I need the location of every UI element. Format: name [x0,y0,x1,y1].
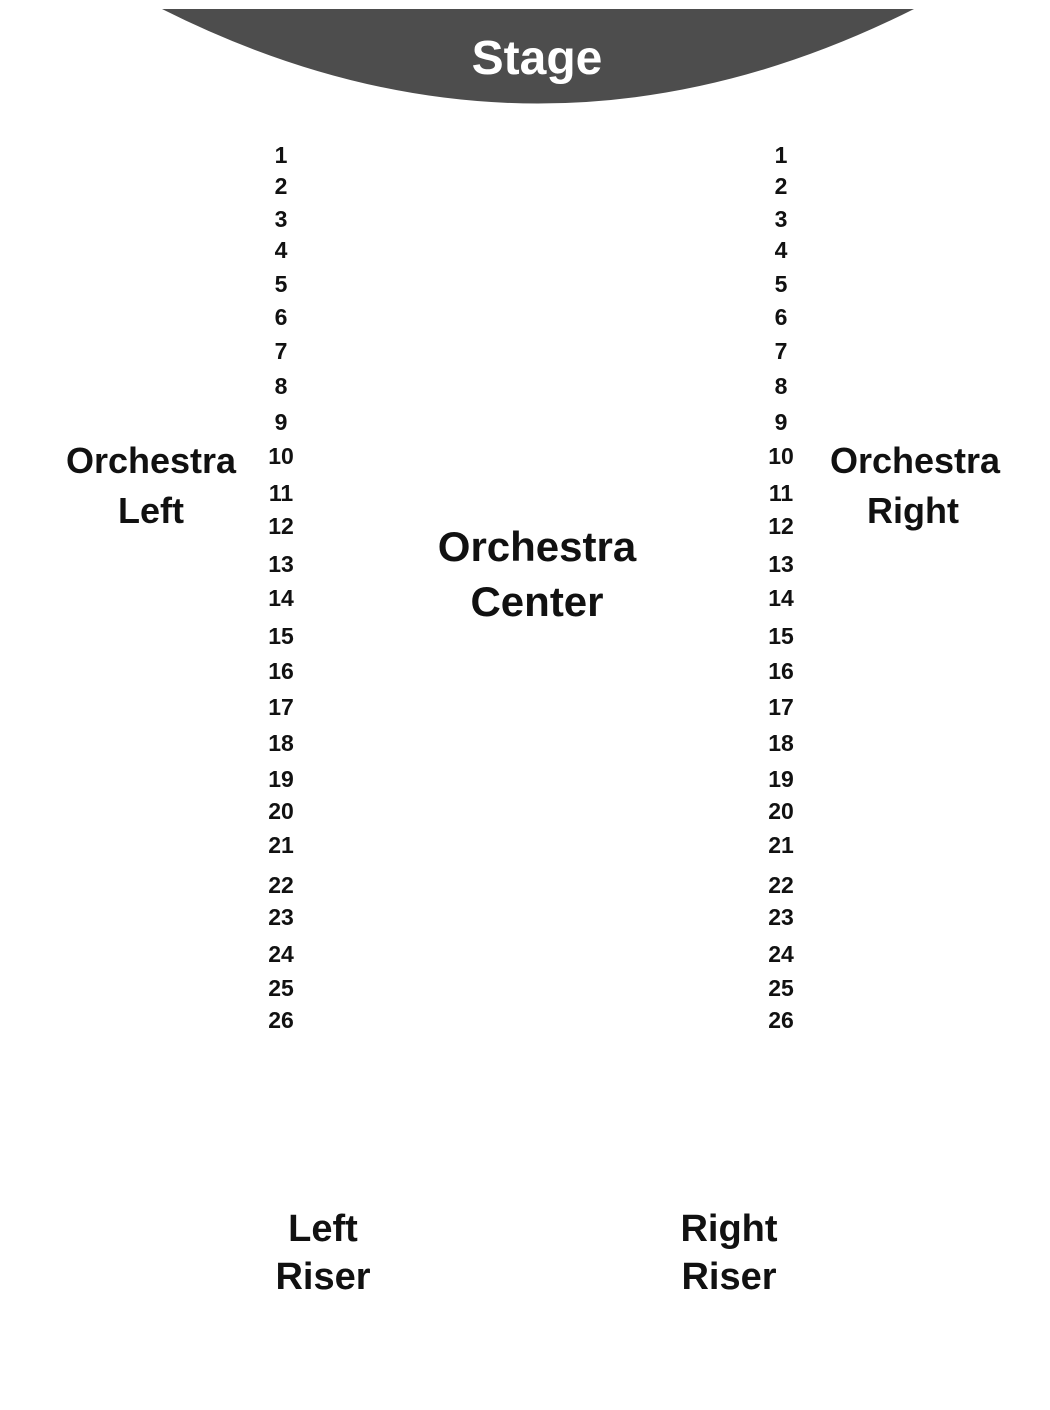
row-number-right-4[interactable]: 4 [775,237,788,263]
section-left-riser-line1: Left [288,1208,358,1250]
row-number-right-10[interactable]: 10 [768,443,794,469]
row-number-left-1[interactable]: 1 [275,142,288,168]
section-orchestra-right[interactable]: Orchestra Right [830,440,1001,531]
section-left-riser-line2: Riser [275,1256,370,1298]
section-right-riser-line1: Right [680,1208,777,1250]
row-number-left-21[interactable]: 21 [268,832,294,858]
row-number-left-3[interactable]: 3 [275,206,288,232]
section-orchestra-left[interactable]: Orchestra Left [66,440,237,531]
row-number-right-14[interactable]: 14 [768,585,794,611]
row-number-right-11[interactable]: 11 [769,480,794,506]
row-number-right-16[interactable]: 16 [768,658,794,684]
row-number-left-9[interactable]: 9 [275,409,288,435]
row-number-left-14[interactable]: 14 [268,585,294,611]
row-number-right-26[interactable]: 26 [768,1007,794,1033]
row-number-left-22[interactable]: 22 [268,872,294,898]
row-number-right-3[interactable]: 3 [775,206,788,232]
row-number-right-12[interactable]: 12 [768,513,794,539]
row-number-left-4[interactable]: 4 [275,237,288,263]
section-orchestra-right-line1: Orchestra [830,440,1001,481]
row-number-right-8[interactable]: 8 [775,373,788,399]
row-number-right-21[interactable]: 21 [768,832,794,858]
row-number-left-2[interactable]: 2 [275,173,288,199]
row-number-left-6[interactable]: 6 [275,304,288,330]
row-number-left-12[interactable]: 12 [268,513,294,539]
stage-label: Stage [472,32,603,85]
section-orchestra-left-line2: Left [118,490,184,531]
row-number-left-5[interactable]: 5 [275,271,288,297]
row-number-left-8[interactable]: 8 [275,373,288,399]
row-number-right-20[interactable]: 20 [768,798,794,824]
row-number-right-17[interactable]: 17 [768,694,794,720]
row-number-right-5[interactable]: 5 [775,271,788,297]
row-number-right-15[interactable]: 15 [768,623,794,649]
section-orchestra-center[interactable]: Orchestra Center [438,523,637,625]
row-number-left-15[interactable]: 15 [268,623,294,649]
section-left-riser[interactable]: Left Riser [275,1208,370,1298]
row-number-left-13[interactable]: 13 [268,551,294,577]
row-number-left-16[interactable]: 16 [268,658,294,684]
row-number-left-25[interactable]: 25 [268,975,294,1001]
row-number-left-18[interactable]: 18 [268,730,294,756]
row-number-left-7[interactable]: 7 [275,338,288,364]
row-number-right-6[interactable]: 6 [775,304,788,330]
stage[interactable]: Stage [162,9,914,104]
row-number-left-26[interactable]: 26 [268,1007,294,1033]
row-number-left-24[interactable]: 24 [268,941,294,967]
section-orchestra-center-line2: Center [470,578,603,625]
section-right-riser-line2: Riser [681,1256,776,1298]
row-number-left-11[interactable]: 11 [269,480,294,506]
row-number-right-1[interactable]: 1 [775,142,788,168]
row-number-right-19[interactable]: 19 [768,766,794,792]
row-number-left-17[interactable]: 17 [268,694,294,720]
row-number-right-18[interactable]: 18 [768,730,794,756]
section-orchestra-right-line2: Right [867,490,959,531]
row-number-left-10[interactable]: 10 [268,443,294,469]
row-number-left-23[interactable]: 23 [268,904,294,930]
row-numbers-left: 1234567891011121314151617181920212223242… [268,142,294,1033]
row-number-right-23[interactable]: 23 [768,904,794,930]
row-number-right-25[interactable]: 25 [768,975,794,1001]
row-number-right-24[interactable]: 24 [768,941,794,967]
row-number-left-19[interactable]: 19 [268,766,294,792]
row-number-right-22[interactable]: 22 [768,872,794,898]
stage-shape [162,9,914,104]
row-number-right-13[interactable]: 13 [768,551,794,577]
row-number-left-20[interactable]: 20 [268,798,294,824]
section-right-riser[interactable]: Right Riser [680,1208,777,1298]
section-orchestra-left-line1: Orchestra [66,440,237,481]
row-number-right-2[interactable]: 2 [775,173,788,199]
row-numbers-right: 1234567891011121314151617181920212223242… [768,142,794,1033]
row-number-right-7[interactable]: 7 [775,338,788,364]
section-orchestra-center-line1: Orchestra [438,523,637,570]
row-number-right-9[interactable]: 9 [775,409,788,435]
